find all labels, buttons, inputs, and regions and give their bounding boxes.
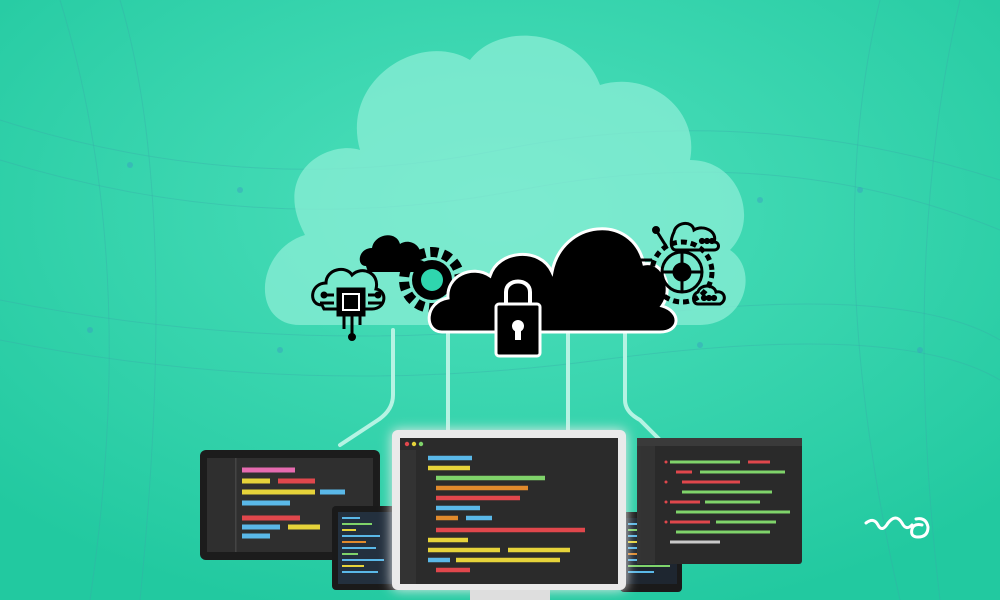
cloud-network-gear-icon bbox=[626, 222, 726, 306]
monitor-right bbox=[637, 438, 802, 564]
brand-logo-icon bbox=[864, 516, 930, 539]
tablet-screen bbox=[332, 506, 402, 590]
cloud-chip-icon bbox=[311, 267, 386, 341]
monitor-center bbox=[392, 430, 626, 600]
connector-lines bbox=[338, 328, 662, 447]
cloud-lock-icon bbox=[427, 227, 678, 358]
background-network-dots bbox=[87, 162, 923, 353]
